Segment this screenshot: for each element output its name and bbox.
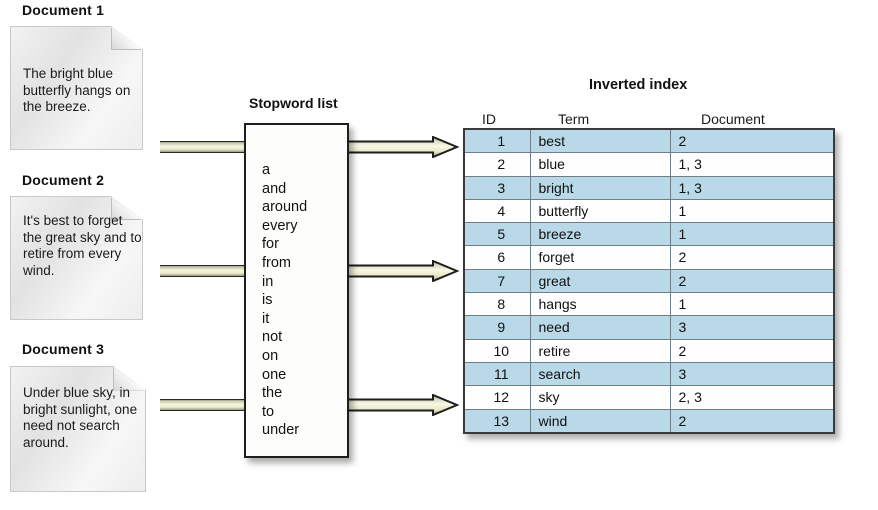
cell-id: 11 <box>463 361 531 387</box>
stopword-list-title: Stopword list <box>249 95 338 111</box>
document-1-title: Document 1 <box>22 2 105 18</box>
cell-document: 2, 3 <box>669 385 835 410</box>
cell-document: 3 <box>669 361 835 387</box>
cell-id: 5 <box>463 222 531 247</box>
document-2-title: Document 2 <box>22 172 105 188</box>
cell-id: 3 <box>463 175 531 200</box>
document-2-text: It's best to forget the great sky and to… <box>23 213 142 278</box>
cell-id: 8 <box>463 292 531 317</box>
cell-id: 6 <box>463 245 531 270</box>
document-3-icon <box>10 366 146 492</box>
stopword-item: in <box>262 273 274 290</box>
cell-document: 1, 3 <box>669 152 835 177</box>
document-3-text: Under blue sky, in bright sunlight, one … <box>23 385 138 450</box>
cell-term: hangs <box>529 292 671 317</box>
cell-document: 1 <box>669 198 835 224</box>
inverted-index-headers: ID Term Document <box>463 111 835 131</box>
cell-document: 2 <box>669 128 835 154</box>
cell-id: 10 <box>463 338 531 363</box>
column-header-document: Document <box>701 111 765 127</box>
arrow-document-3-to-stopword <box>160 399 248 411</box>
cell-document: 1, 3 <box>669 175 835 200</box>
cell-document: 2 <box>669 245 835 270</box>
cell-id: 2 <box>463 152 531 177</box>
cell-id: 13 <box>463 408 531 434</box>
cell-document: 1 <box>669 292 835 317</box>
stopword-item: a <box>262 162 271 178</box>
cell-document: 2 <box>669 408 835 434</box>
arrow-stopword-to-index-3 <box>345 394 459 416</box>
cell-document: 2 <box>669 268 835 294</box>
cell-term: retire <box>529 338 671 363</box>
cell-id: 7 <box>463 268 531 294</box>
cell-term: breeze <box>529 222 671 247</box>
cell-term: need <box>529 315 671 340</box>
page-fold-icon <box>110 27 142 51</box>
stopword-item: to <box>262 403 275 420</box>
cell-term: sky <box>529 385 671 410</box>
stopword-item: every <box>262 217 298 234</box>
stopword-item: not <box>262 329 283 346</box>
stopword-item: is <box>262 292 273 309</box>
cell-term: butterfly <box>529 198 671 224</box>
stopword-item: from <box>262 254 291 271</box>
cell-id: 9 <box>463 315 531 340</box>
cell-document: 2 <box>669 338 835 363</box>
inverted-index-title: Inverted index <box>589 77 688 93</box>
cell-id: 1 <box>463 128 531 154</box>
document-1-text: The bright blue butterfly hangs on the b… <box>23 66 131 114</box>
stopword-item: the <box>262 385 283 402</box>
column-header-term: Term <box>558 111 590 127</box>
document-2-icon <box>10 196 143 320</box>
arrow-stopword-to-index-2 <box>345 260 459 282</box>
stopword-item: one <box>262 366 287 383</box>
cell-term: blue <box>529 152 671 177</box>
arrow-document-2-to-stopword <box>160 265 248 277</box>
stopword-item: and <box>262 180 287 197</box>
cell-document: 3 <box>669 315 835 340</box>
stopword-item: it <box>262 310 270 327</box>
arrow-document-1-to-stopword <box>160 141 248 153</box>
stopword-item: on <box>262 347 279 364</box>
arrow-stopword-to-index-1 <box>345 136 459 158</box>
stopword-item: under <box>262 422 300 439</box>
stopword-item: for <box>262 236 279 253</box>
cell-term: search <box>529 361 671 387</box>
cell-id: 4 <box>463 198 531 224</box>
column-header-id: ID <box>482 111 496 127</box>
cell-term: great <box>529 268 671 294</box>
document-3-title: Document 3 <box>22 341 105 357</box>
stopword-item: around <box>262 199 308 216</box>
cell-term: wind <box>529 408 671 434</box>
cell-term: forget <box>529 245 671 270</box>
cell-id: 12 <box>463 385 531 410</box>
cell-term: best <box>529 128 671 154</box>
cell-term: bright <box>529 175 671 200</box>
cell-document: 1 <box>669 222 835 247</box>
